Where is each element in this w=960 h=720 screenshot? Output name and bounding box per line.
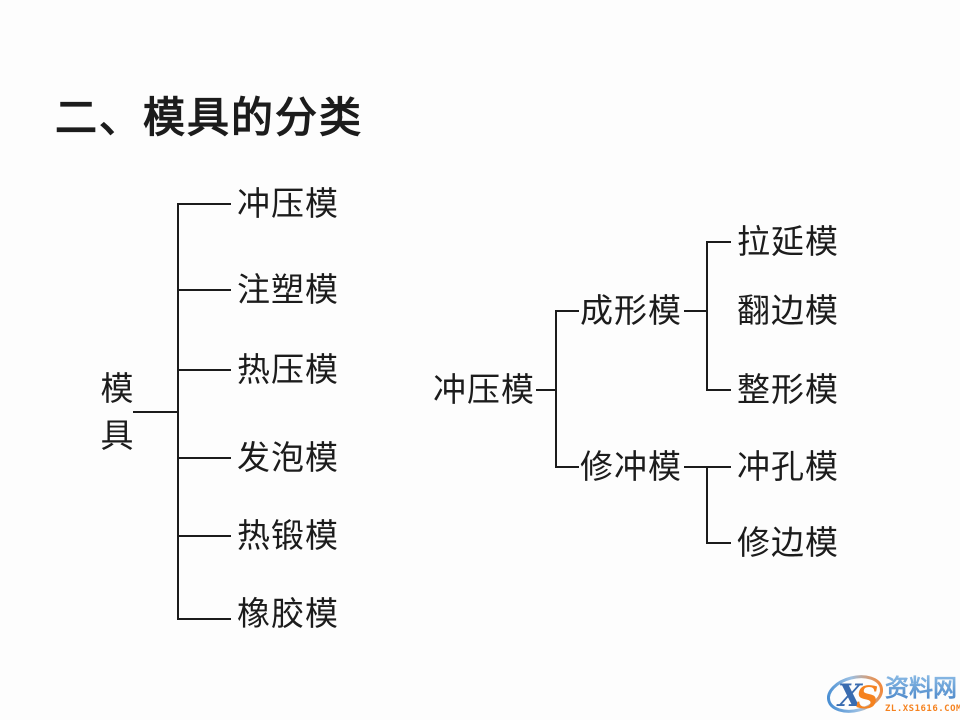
branch-line-reyamo [178,369,231,371]
branch-line-zhengxingmo [707,389,731,391]
watermark-letter-s: S [856,680,878,716]
left-tree-item-label: 热锻模 [237,516,339,555]
xs-ellipse-icon [826,675,884,713]
left-tree-root-label: 模 具 [100,369,134,455]
xs-ziliao-watermark-logo: X S 资料网 ZL.XS1616.COM [826,674,960,716]
chengxingmo-trunk-line [706,241,708,391]
watermark-site-name: 资料网 [885,674,957,702]
right-tree-root-label: 冲压模 [433,370,535,409]
branch-line-chengxingmo [556,310,579,312]
left-tree-trunk-line [177,203,179,620]
left-tree-item-label: 冲压模 [237,184,339,223]
right-tree-leaf-label: 修边模 [737,523,839,562]
branch-line-reduanmo [178,535,231,537]
left-tree-item-label: 注塑模 [237,270,339,309]
chengxingmo-connector-line [684,310,707,312]
branch-line-xiuchongmo [556,466,579,468]
left-tree-item-label: 发泡模 [237,438,339,477]
branch-line-fapaomo [178,457,231,459]
branch-line-zhusumo [178,289,231,291]
right-tree-branch-label: 修冲模 [580,447,682,486]
right-tree-trunk-line [555,310,557,468]
branch-line-xiangjiaomo [178,618,231,620]
watermark-letter-x: X [836,678,864,714]
right-tree-leaf-label: 冲孔模 [737,447,839,486]
branch-line-xiubianmo [707,542,731,544]
branch-line-chongyamo [178,203,231,205]
right-tree-leaf-label: 整形模 [737,370,839,409]
left-tree-item-label: 热压模 [237,350,339,389]
left-tree-item-label: 橡胶模 [237,594,339,633]
watermark-site-url: ZL.XS1616.COM [885,704,960,714]
right-tree-leaf-label: 翻边模 [737,291,839,330]
xiuchongmo-trunk-line [706,467,708,544]
branch-line-layanmo [707,241,731,243]
left-tree-root-connector-line [133,411,178,413]
page-title: 二、模具的分类 [55,93,364,142]
right-tree-branch-label: 成形模 [580,291,682,330]
right-tree-leaf-label: 拉延模 [737,222,839,261]
right-tree-root-connector-line [536,389,557,391]
